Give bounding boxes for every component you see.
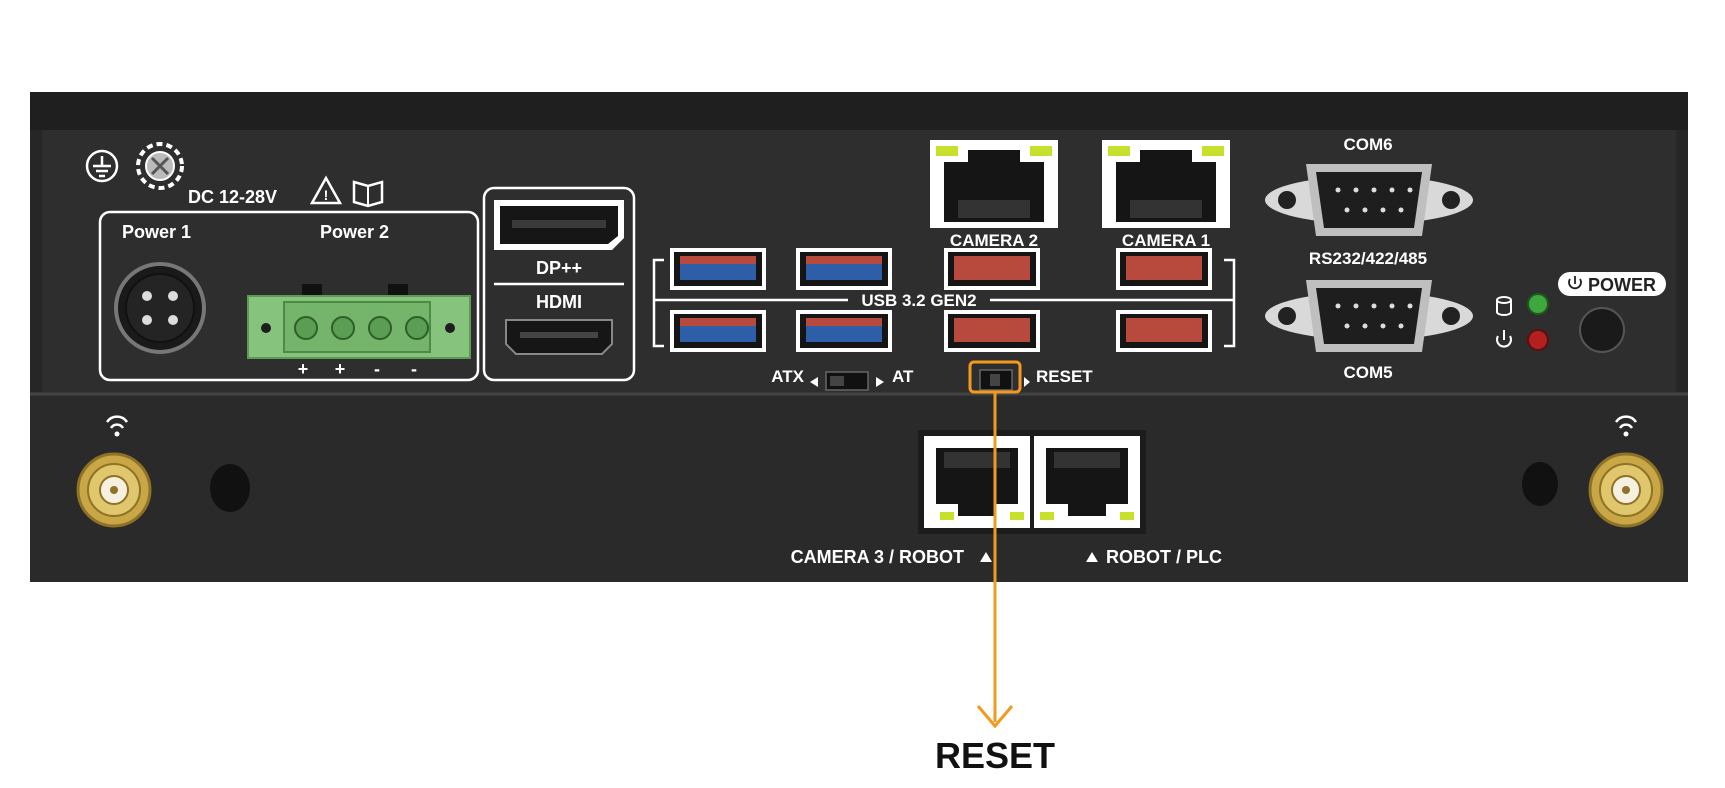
rs232-label: RS232/422/485	[1309, 249, 1427, 268]
antenna-connector-right[interactable]	[1588, 452, 1664, 528]
callout-reset-label: RESET	[935, 735, 1055, 776]
usb-port-2[interactable]	[796, 248, 892, 290]
usb-port-4[interactable]	[796, 310, 892, 352]
com6-db9-port[interactable]	[1265, 164, 1473, 236]
power-box-outline	[98, 210, 480, 382]
power-button[interactable]	[1579, 307, 1625, 353]
at-label: AT	[892, 367, 914, 386]
power-spec-label: DC 12-28V	[188, 187, 277, 207]
terminal-sign-3: -	[374, 359, 380, 379]
reset-switch[interactable]	[979, 369, 1013, 391]
power-button-label: POWER	[1588, 275, 1656, 295]
manual-book-icon	[352, 180, 384, 208]
com6-label: COM6	[1343, 135, 1392, 154]
usb-label: USB 3.2 GEN2	[861, 291, 976, 310]
terminal-sign-1: +	[298, 359, 309, 379]
camera2-rj45-port[interactable]	[930, 140, 1058, 228]
mount-hole-left	[210, 464, 250, 512]
usb-port-8[interactable]	[1116, 310, 1212, 352]
displayport-connector[interactable]	[494, 200, 624, 250]
camera1-rj45-port[interactable]	[1102, 140, 1230, 228]
hdmi-label: HDMI	[536, 292, 582, 312]
mount-hole-right	[1522, 462, 1558, 506]
lower-panel	[30, 392, 1688, 582]
camera3-robot-rj45-port[interactable]	[924, 436, 1030, 528]
atx-at-switch[interactable]	[825, 371, 869, 391]
camera2-label: CAMERA 2	[950, 231, 1038, 250]
camera3-up-arrow-icon	[980, 552, 992, 562]
hdmi-connector[interactable]	[505, 319, 613, 355]
camera1-label: CAMERA 1	[1122, 231, 1210, 250]
power2-label: Power 2	[320, 222, 389, 242]
svg-text:!: !	[324, 187, 329, 203]
atx-label: ATX	[771, 367, 804, 386]
usb-bracket	[652, 258, 1236, 348]
dp-label: DP++	[536, 258, 582, 278]
robot-plc-rj45-port[interactable]	[1034, 436, 1140, 528]
com5-label: COM5	[1343, 363, 1392, 382]
power-status-icon	[1496, 330, 1512, 348]
reset-small-label: RESET	[1036, 367, 1093, 386]
power1-din-connector[interactable]	[114, 262, 206, 354]
wifi-icon-left	[105, 415, 129, 437]
storage-icon	[1496, 296, 1512, 316]
usb-port-7[interactable]	[944, 310, 1040, 352]
storage-led	[1527, 293, 1549, 315]
usb-port-6[interactable]	[1116, 248, 1212, 290]
terminal-sign-4: -	[411, 359, 417, 379]
robot-plc-up-arrow-icon	[1086, 552, 1098, 562]
robot-plc-label: ROBOT / PLC	[1106, 547, 1222, 567]
usb-port-1[interactable]	[670, 248, 766, 290]
power1-label: Power 1	[122, 222, 191, 242]
ground-icon	[85, 149, 119, 183]
video-box-outline	[482, 186, 636, 382]
terminal-sign-2: +	[335, 359, 346, 379]
antenna-connector-left[interactable]	[76, 452, 152, 528]
power2-terminal-block[interactable]	[247, 284, 471, 359]
camera3-robot-label: CAMERA 3 / ROBOT	[791, 547, 964, 567]
usb-port-3[interactable]	[670, 310, 766, 352]
callout-arrowhead-icon	[976, 705, 1014, 729]
power-button-label-box	[1558, 272, 1666, 296]
at-arrow-icon	[876, 377, 884, 387]
wifi-icon-right	[1614, 415, 1638, 437]
chassis-top-lip	[30, 92, 1688, 130]
atx-arrow-icon	[810, 377, 818, 387]
warning-icon: !	[309, 175, 343, 205]
com5-db9-port[interactable]	[1265, 280, 1473, 352]
power-led	[1527, 329, 1549, 351]
usb-port-5[interactable]	[944, 248, 1040, 290]
ground-screw-icon	[136, 142, 184, 190]
reset-arrow-icon	[1024, 377, 1030, 387]
